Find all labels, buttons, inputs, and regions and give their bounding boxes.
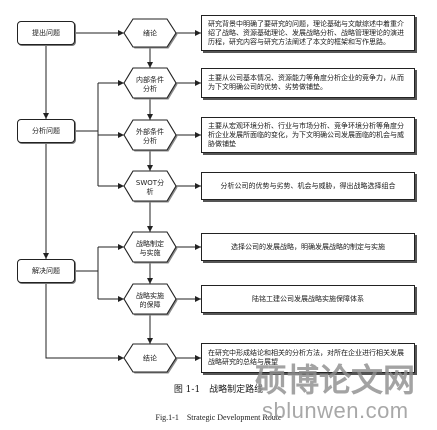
stage-raise-problem: 提出问题 (17, 21, 75, 45)
hexagon-strategy-guarantee (123, 283, 177, 315)
hexagon-intro (123, 18, 177, 48)
hexagon-strategy-formulation (123, 231, 177, 263)
hexagon-strategy-guarantee-label: 的保障 (140, 300, 161, 309)
figure-caption-chinese: 图 1-1 战略制定路线 (173, 385, 264, 395)
desc-box-strategy-guarantee: 陆铭工建公司发展战略实施保障体系 (201, 285, 415, 313)
hexagon-external-analysis-label: 外部条件 (136, 127, 164, 136)
stage-raise-problem-label: 提出问题 (32, 29, 60, 37)
hexagon-external-analysis (123, 119, 177, 151)
hexagon-intro-label: 绪论 (143, 29, 157, 38)
hexagon-internal-analysis-label: 分析 (143, 84, 157, 93)
hexagon-swot-analysis (123, 170, 177, 202)
hexagon-strategy-formulation-label: 战略制定 (136, 239, 164, 248)
watermark-brand: 硕博论文网 (255, 361, 416, 399)
hexagon-conclusion-label: 结论 (143, 354, 157, 363)
hexagon-internal-analysis-label: 内部条件 (136, 75, 164, 84)
stage-solve-problem-label: 解决问题 (32, 267, 60, 275)
stage-solve-problem: 解决问题 (17, 259, 75, 283)
desc-text-internal-analysis: 主要从公司基本情况、资源能力等角度分析企业的竞争力，从而为下文明确公司的优势、劣… (208, 74, 404, 91)
stage-analyze-problem-label: 分析问题 (32, 127, 60, 135)
watermark-url: sblunwen.com (262, 398, 409, 423)
desc-box-external-analysis: 主要从宏观环境分析、行业与市场分析、竞争环境分析等角度分析企业发展所面临的变化，… (201, 117, 415, 153)
hexagon-strategy-formulation-label: 与实施 (140, 248, 161, 257)
desc-text-intro: 研究背景中明确了要研究的问题，理论基础与文献综述中着重介绍了战略、资源基础理论、… (208, 19, 404, 46)
hexagon-swot-analysis-label: SWOT分 (136, 178, 164, 187)
desc-text-external-analysis: 主要从宏观环境分析、行业与市场分析、竞争环境分析等角度分析企业发展所面临的变化，… (208, 121, 404, 148)
hexagon-conclusion (123, 343, 177, 373)
stage-analyze-problem: 分析问题 (17, 119, 75, 143)
desc-text-conclusion: 在研究中形成结论和相关的分析方法，对所在企业进行相关发展战略研究的总结与展望 (208, 349, 404, 366)
hexagon-swot-analysis-label: 析 (147, 187, 154, 196)
desc-text-strategy-formulation: 选择公司的发展战略，明确发展战略的制定与实施 (231, 242, 385, 251)
desc-box-internal-analysis: 主要从公司基本情况、资源能力等角度分析企业的竞争力，从而为下文明确公司的优势、劣… (201, 68, 415, 98)
hexagon-strategy-guarantee-label: 战略实施 (136, 291, 164, 300)
arrow-solve-to-conclusion (45, 283, 124, 361)
hexagon-internal-analysis (123, 67, 177, 99)
desc-text-strategy-guarantee: 陆铭工建公司发展战略实施保障体系 (252, 294, 364, 303)
figure-caption-english: Fig.1-1 Strategic Development Route (155, 413, 282, 422)
desc-text-swot-analysis: 分析公司的优势与劣势、机会与威胁，得出战略选择组合 (220, 181, 396, 190)
desc-box-strategy-formulation: 选择公司的发展战略，明确发展战略的制定与实施 (201, 233, 415, 261)
desc-box-swot-analysis: 分析公司的优势与劣势、机会与威胁，得出战略选择组合 (201, 172, 415, 200)
desc-box-conclusion: 在研究中形成结论和相关的分析方法，对所在企业进行相关发展战略研究的总结与展望 (201, 343, 415, 373)
desc-box-intro: 研究背景中明确了要研究的问题，理论基础与文献综述中着重介绍了战略、资源基础理论、… (201, 15, 415, 51)
hexagon-external-analysis-label: 分析 (143, 136, 157, 145)
